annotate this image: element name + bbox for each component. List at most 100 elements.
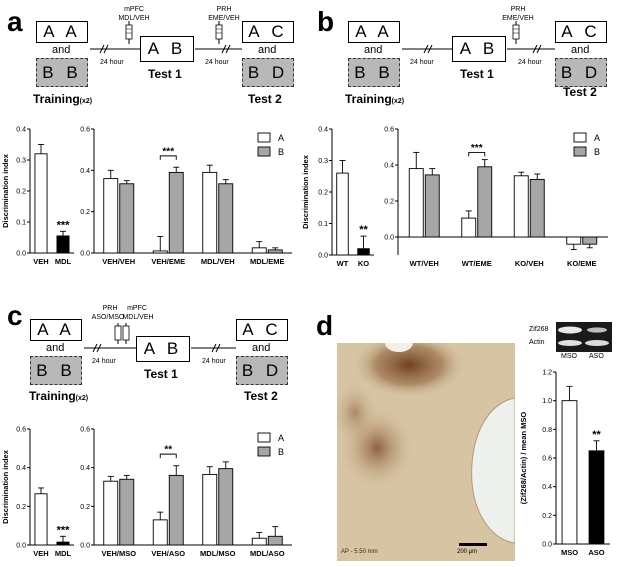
a-right-legend-swatch-a [257, 132, 271, 143]
c-delay1: 24 hour [92, 358, 116, 365]
a-inj1-l1: mPFC [124, 6, 144, 13]
panel-b-label: b [317, 6, 335, 37]
c-test1-box: A B [136, 336, 190, 362]
blot-col-label-mso: MSO [561, 353, 577, 360]
b-left-xtick-wt: WT [337, 259, 349, 268]
b-training-text: Training [345, 92, 392, 106]
b-training-bottom-box: B B [348, 58, 400, 87]
a-break-2 [221, 44, 231, 54]
b-left-bar-ko-ko [357, 248, 370, 256]
a-training-bottom-box: B B [36, 58, 88, 87]
b-left-ytick-label: 0.4 [318, 127, 328, 134]
c-test2-and: and [252, 342, 271, 354]
d-bar-ytick-label: 0.2 [542, 513, 552, 520]
a-left-ytick-label: 0.1 [16, 220, 26, 227]
a-schematic-lines [90, 21, 242, 54]
a-right-ytick-label: 0.4 [80, 168, 90, 175]
a-left-ytick-label: 0.3 [16, 158, 26, 165]
a-test2-top-box: A C [242, 21, 294, 43]
b-test2-bottom-box: B D [555, 58, 607, 87]
a-training-top-box: A A [36, 21, 88, 43]
a-inj2-l2: EME/VEH [208, 15, 240, 22]
c-right-bar-veh-aso-b [168, 474, 184, 546]
b-training-suffix: (x2) [391, 98, 405, 105]
b-right-bar-wt-eme-b [477, 166, 493, 238]
c-right-bar-mdl-mso-a [202, 473, 218, 546]
d-bar-ytick-label: 0.8 [542, 427, 552, 434]
c-inj1-l1: PRH [102, 305, 118, 312]
b-inj1-l2: EME/VEH [502, 15, 534, 22]
c-left-xtick-mdl: MDL [55, 549, 72, 558]
a-left-sig-stars: *** [57, 219, 71, 231]
c-delay2: 24 hour [202, 358, 226, 365]
c-training-bottom-box: B B [30, 356, 82, 385]
micrograph-image: AP - 5.50 mm 200 μm [337, 343, 515, 561]
a-delay1: 24 hour [100, 59, 124, 66]
b-right-legend-swatch-a [573, 132, 587, 143]
c-inj2-l2: MDL/VEH [122, 314, 154, 321]
c-right-sig-bracket [159, 453, 177, 459]
a-right-bar-veh-veh-b [119, 183, 135, 254]
c-right-ytick-label: 0.6 [80, 427, 90, 434]
b-left-ytick-label: 0.2 [318, 190, 328, 197]
d-bar-xtick-mso: MSO [561, 548, 578, 557]
b-inj1-l1: PRH [510, 6, 526, 13]
a-left-xtick-veh: VEH [33, 257, 48, 266]
a-right-ytick-label: 0.2 [80, 209, 90, 216]
b-right-bar-wt-eme-a [461, 217, 477, 238]
c-test2-top-box: A C [236, 319, 288, 341]
a-test2-label: Test 2 [248, 92, 282, 106]
a-training-suffix: (x2) [79, 98, 93, 105]
c-right-xtick-mdl-mso: MDL/MSO [200, 549, 236, 558]
micrograph-ap-label: AP - 5.50 mm [341, 549, 378, 555]
a-right-bar-veh-veh-a [103, 178, 119, 254]
c-right-bar-veh-mso-b [119, 478, 135, 546]
a-inj1-l2: MDL/VEH [118, 15, 150, 22]
a-left-ytick-label: 0.4 [16, 127, 26, 134]
a-inj2-l1: PRH [216, 6, 232, 13]
b-right-legend-label-a: A [594, 133, 600, 143]
c-training-label: Training(x2) [29, 390, 88, 402]
c-left-ytick-label: 0.6 [16, 427, 26, 434]
b-training-top-box: A A [348, 21, 400, 43]
c-right-bar-mdl-aso-b [267, 535, 283, 546]
d-bar-bar-mso-mso [561, 400, 578, 545]
c-left-sig-stars: *** [57, 524, 71, 536]
c-right-xtick-mdl-aso: MDL/ASO [250, 549, 285, 558]
b-schematic-lines [402, 21, 555, 54]
d-bar-ytick-label: 1.0 [542, 398, 552, 405]
b-left-ytick-label: 0.0 [318, 253, 328, 260]
b-right-ytick-label: 0.4 [384, 163, 394, 170]
a-right-xtick-mdl-eme: MDL/EME [250, 257, 285, 266]
c-left-bar-mdl-mdl [56, 541, 70, 546]
b-left-ytick-label: 0.3 [318, 158, 328, 165]
a-test2-bottom-box: B D [242, 58, 294, 87]
b-right-bar-ko-eme-a [566, 236, 582, 245]
a-break-1 [99, 44, 109, 54]
b-training-and: and [364, 44, 383, 56]
b-test1-box: A B [452, 36, 506, 62]
c-inj2-l1: mPFC [127, 305, 147, 312]
d-bar-ytick-label: 0.0 [542, 542, 552, 549]
c-right-xtick-veh-mso: VEH/MSO [101, 549, 136, 558]
b-right-legend-swatch-b [573, 146, 587, 157]
a-right-bar-mdl-eme-b [267, 249, 283, 254]
b-right-sig-bracket [468, 151, 486, 157]
micrograph-drawing [337, 343, 515, 561]
a-right-bar-veh-eme-b [168, 171, 184, 254]
micrograph-scale-label: 200 μm [457, 549, 478, 555]
c-right-xtick-veh-aso: VEH/ASO [151, 549, 185, 558]
b-delay1: 24 hour [410, 59, 434, 66]
b-right-ytick-label: 0.0 [384, 235, 394, 242]
a-left-ytick-label: 0.0 [16, 251, 26, 258]
b-test2-label: Test 2 [563, 85, 597, 99]
b-left-ytick-label: 0.1 [318, 221, 328, 228]
a-right-sig-stars: *** [162, 146, 174, 157]
syringe-icon [122, 323, 130, 344]
a-test1-box: A B [140, 36, 194, 62]
